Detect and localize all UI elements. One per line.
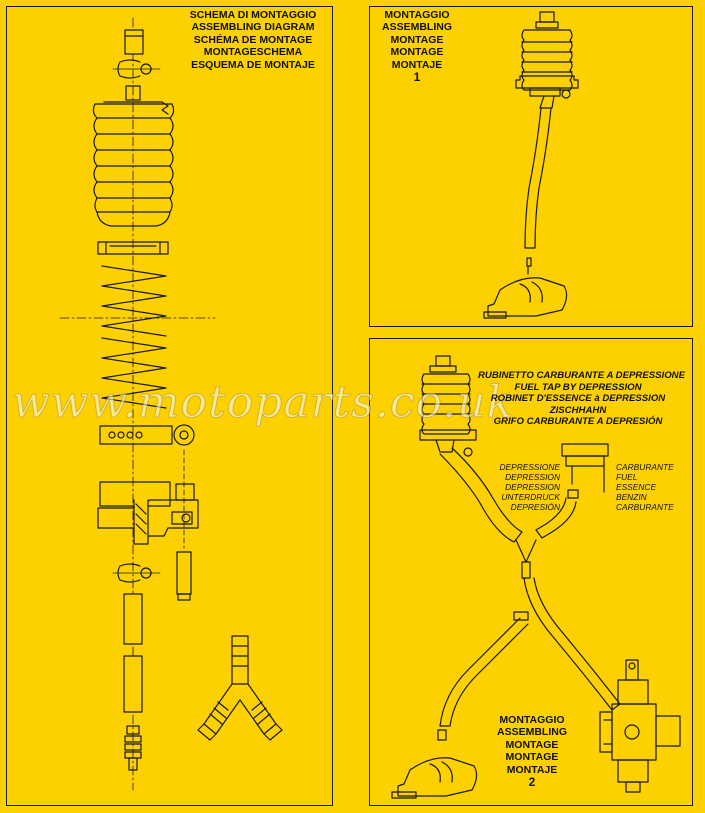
- assembly-2-title-line: MONTAGE: [505, 738, 559, 751]
- fuel-tap-header-line: ROBINET D'ESSENCE à DEPRESSION: [490, 393, 666, 405]
- depression-label: DEPRESSIONE DEPRESSION DEPRESSION UNTERD…: [494, 462, 560, 512]
- assembly-1-number: 1: [413, 70, 421, 85]
- fitting-part: [176, 551, 192, 601]
- fuel-tap-header-line: RUBINETTO CARBURANTE A DEPRESSIONE: [478, 370, 685, 381]
- top-right-panel: [369, 6, 693, 327]
- assembly-1-title-line: MONTAJE: [391, 58, 443, 71]
- depression-label-line: DEPRESSION: [505, 472, 560, 482]
- assembly-1-title: MONTAGGIO ASSEMBLING MONTAGE MONTAGE MON…: [372, 9, 462, 83]
- bottom-right-panel: [369, 338, 693, 806]
- hose-segment-lower: [123, 655, 143, 713]
- fuel-label-line: CARBURANTE: [616, 462, 674, 472]
- assembly-2-title-line: MONTAJE: [506, 763, 558, 776]
- left-title-line: SCHÉMA DE MONTAGE: [193, 33, 313, 46]
- watermark-text: www.motoparts.co.uk: [11, 377, 515, 429]
- upper-spring-part: [101, 265, 167, 337]
- hose-segment-upper: [123, 593, 143, 645]
- assembly-1-title-line: MONTAGGIO: [384, 9, 450, 21]
- depression-label-line: DEPRESIÓN: [510, 502, 560, 512]
- assembly-2-number: 2: [528, 775, 536, 790]
- assembly-1-title-line: MONTAGE: [390, 46, 444, 59]
- assembly-1-drawing: [483, 11, 579, 319]
- assembly-1-title-line: ASSEMBLING: [381, 21, 452, 34]
- fuel-tap-header-line: ZISCHHAHN: [549, 404, 607, 416]
- left-title-line: ESQUEMA DE MONTAJE: [191, 58, 315, 71]
- carburettor-part: [599, 659, 681, 793]
- y-piece-part: [197, 635, 283, 741]
- left-title: SCHEMA DI MONTAGGIO ASSEMBLING DIAGRAM S…: [178, 9, 328, 71]
- depression-label-line: UNTERDRUCK: [501, 492, 560, 502]
- fuel-label-line: ESSENCE: [616, 482, 657, 492]
- left-title-line: ASSEMBLING DIAGRAM: [191, 21, 315, 34]
- assembly-2-title-line: MONTAGE: [505, 751, 559, 764]
- assembly-2-title-line: MONTAGGIO: [499, 714, 565, 726]
- assembly-1-title-line: MONTAGE: [390, 33, 444, 46]
- assembly-2-title: MONTAGGIO ASSEMBLING MONTAGE MONTAGE MON…: [486, 714, 578, 788]
- assembly-2-title-line: ASSEMBLING: [496, 726, 567, 739]
- depression-label-line: DEPRESSIONE: [499, 462, 560, 472]
- fuel-label-line: BENZIN: [616, 492, 647, 502]
- hose-clip-bottom: [112, 563, 161, 583]
- slide-bar-part: [99, 424, 195, 446]
- tap-body-part: [97, 481, 199, 545]
- assembly-2-drawing: [391, 355, 681, 799]
- left-title-line: SCHEMA DI MONTAGGIO: [189, 9, 317, 21]
- fuel-label: CARBURANTE FUEL ESSENCE BENZIN CARBURANT…: [616, 462, 686, 512]
- fuel-label-line: FUEL: [616, 472, 638, 482]
- depression-label-line: DEPRESSION: [505, 482, 560, 492]
- fuel-tap-header-line: GRIFO CARBURANTE A DEPRESIÓN: [493, 416, 663, 428]
- left-title-line: MONTAGESCHEMA: [203, 46, 303, 59]
- hose-clip-top: [112, 59, 161, 79]
- fuel-tap-header-line: FUEL TAP BY DEPRESSION: [514, 381, 642, 393]
- fuel-label-line: CARBURANTE: [616, 502, 674, 512]
- spring-seat-part: [97, 241, 169, 255]
- exploded-assembly: [59, 17, 283, 791]
- top-cap-part: [124, 29, 144, 55]
- bellows-part: [92, 85, 175, 227]
- fuel-tap-header: RUBINETTO CARBURANTE A DEPRESSIONE FUEL …: [478, 370, 685, 428]
- left-panel: [6, 6, 333, 806]
- lower-spring-part: [101, 337, 167, 409]
- bottom-nipple-part: [124, 725, 142, 771]
